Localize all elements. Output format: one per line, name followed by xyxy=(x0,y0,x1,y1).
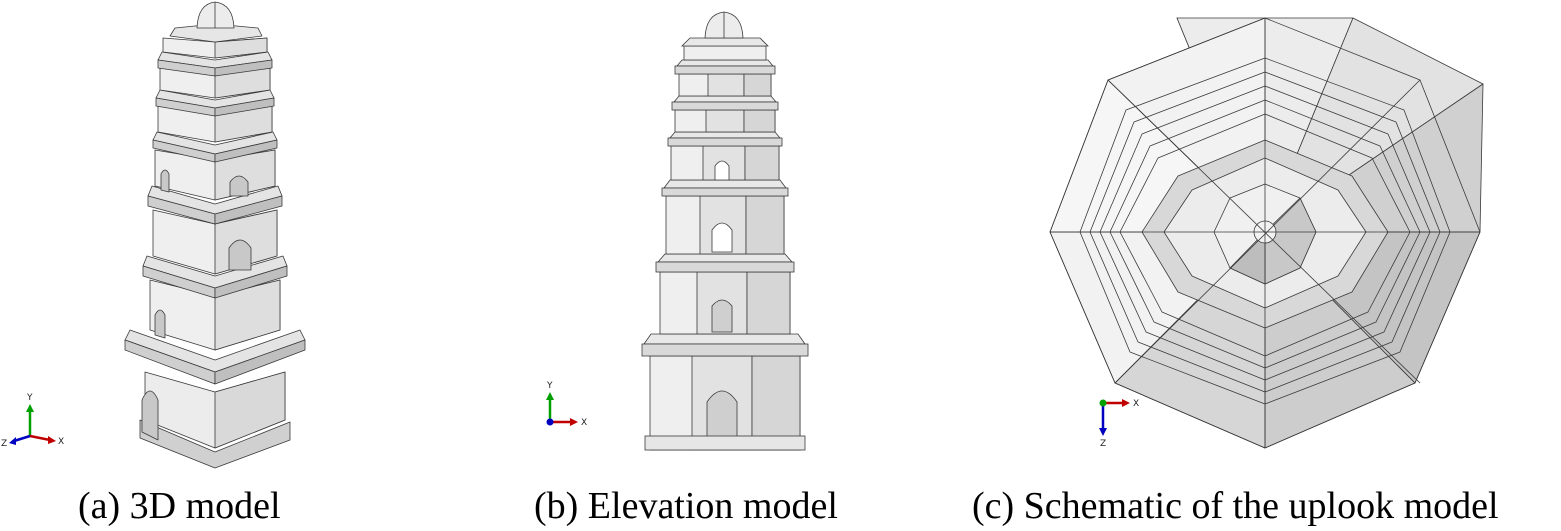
axis-triad-c xyxy=(1099,399,1130,436)
caption-panel-a: (a) 3D model xyxy=(78,485,281,527)
pagoda-elevation-illustration xyxy=(546,11,809,451)
caption-panel-c: (c) Schematic of the uplook model xyxy=(972,485,1499,527)
caption-panel-b: (b) Elevation model xyxy=(534,485,838,527)
panel-elevation-model: Y X (b) Elevation model xyxy=(520,0,910,531)
panel-uplook-model: X Z (c) Schematic of the uplook model xyxy=(960,0,1561,531)
pagoda-3d-illustration xyxy=(9,1,306,469)
pagoda-uplook-illustration xyxy=(1049,17,1484,449)
axis-triad-b xyxy=(546,392,578,426)
panel-3d-model: Y X Z (a) 3D model xyxy=(0,0,330,531)
axis-triad-a xyxy=(9,404,56,445)
